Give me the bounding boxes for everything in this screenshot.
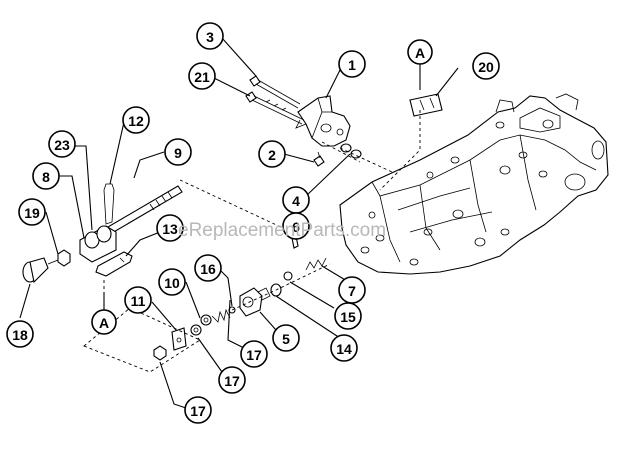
callout-16: 16 <box>194 254 222 282</box>
control-bracket <box>295 95 351 147</box>
spring-18 <box>211 308 231 323</box>
plate-13 <box>95 251 133 277</box>
callout-label: 17 <box>224 373 240 389</box>
callout-label: 1 <box>348 57 356 73</box>
callout-label: 10 <box>164 275 180 291</box>
callout-8: 8 <box>32 162 60 190</box>
callout-6: 6 <box>282 212 310 240</box>
nut-17-lower <box>153 345 167 361</box>
callout-12: 12 <box>122 106 150 134</box>
bracket-8-23 <box>79 183 117 263</box>
callout-label: 20 <box>478 59 494 75</box>
callout-label: 13 <box>162 221 178 237</box>
plate-11 <box>171 327 187 351</box>
callout-A-right: A <box>407 39 433 65</box>
callout-A-left: A <box>91 309 117 335</box>
callout-17-lower: 17 <box>184 396 212 424</box>
washer-10 <box>200 314 212 326</box>
callout-23: 23 <box>48 130 76 158</box>
callout-label: 17 <box>190 403 206 419</box>
callout-label: 16 <box>200 261 216 277</box>
o-rings-4 <box>340 143 362 159</box>
callout-label: 21 <box>194 69 210 85</box>
callout-22: 21 <box>188 62 216 90</box>
screw-2 <box>313 151 325 167</box>
knob-19 <box>22 257 59 284</box>
watermark: eReplacementParts.com <box>178 220 386 241</box>
reference-line <box>321 141 361 163</box>
spring-7 <box>305 257 327 271</box>
callout-19: 18 <box>6 320 34 348</box>
callout-1: 1 <box>338 50 366 78</box>
callout-20: 19 <box>18 198 46 226</box>
nut-20 <box>57 249 71 267</box>
bolt-22 <box>245 91 305 125</box>
callout-label: 3 <box>206 29 214 45</box>
callout-label: 12 <box>128 113 144 129</box>
callout-18: 17 <box>240 340 268 368</box>
callout-label: A <box>415 45 425 61</box>
callout-14: 14 <box>330 334 358 362</box>
callout-label: 9 <box>174 145 182 161</box>
hydraulic-housing <box>339 93 609 275</box>
callout-label: 15 <box>340 309 356 325</box>
reference-line <box>231 263 331 311</box>
callout-label: 18 <box>12 327 28 343</box>
callout-7: 7 <box>338 276 366 304</box>
callout-3: 3 <box>196 22 224 50</box>
callout-label: 17 <box>246 347 262 363</box>
callout-label: 6 <box>292 219 300 235</box>
callout-label: 14 <box>336 341 352 357</box>
o-ring-15 <box>283 271 293 281</box>
callout-label: A <box>99 315 109 331</box>
callout-5: 5 <box>272 324 300 352</box>
callout-label: 11 <box>131 293 146 309</box>
callout-4: 4 <box>282 186 310 214</box>
reference-line <box>339 147 393 173</box>
reference-line <box>379 110 421 191</box>
callout-label: 7 <box>348 283 356 299</box>
shim-21 <box>409 93 443 117</box>
callout-label: 2 <box>268 147 276 163</box>
callout-21: 20 <box>472 52 500 80</box>
callout-label: 5 <box>282 331 290 347</box>
callout-label: 23 <box>54 137 70 153</box>
bolt-3 <box>249 75 301 109</box>
callout-2: 2 <box>258 140 286 168</box>
callout-17-upper: 17 <box>218 366 246 394</box>
callout-label: 8 <box>42 169 50 185</box>
callout-10: 10 <box>158 268 186 296</box>
valve-5 <box>239 287 271 317</box>
callout-label: 19 <box>24 205 40 221</box>
washer-17-upper <box>190 324 202 336</box>
callout-13: 13 <box>156 214 184 242</box>
callout-9: 9 <box>164 138 192 166</box>
callout-11: 11 <box>124 286 152 314</box>
callout-15: 15 <box>334 302 362 330</box>
callout-label: 4 <box>292 193 300 209</box>
